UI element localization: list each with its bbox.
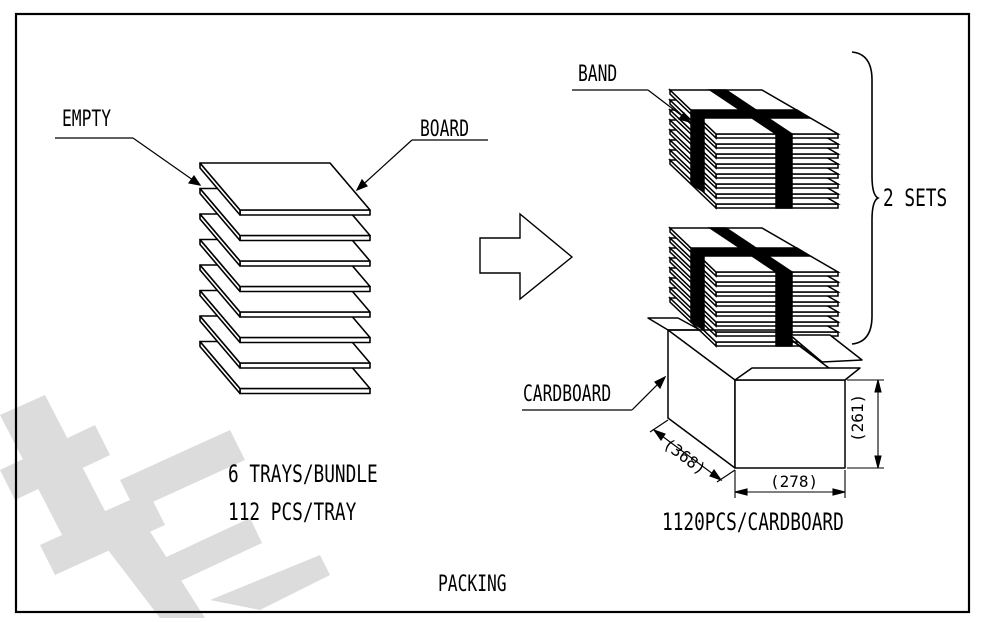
leader-cardboard	[522, 375, 667, 411]
label-pcs-per-cardboard: 1120PCS/CARDBOARD	[662, 508, 844, 536]
process-arrow	[479, 212, 574, 301]
band-strap-width	[688, 109, 813, 119]
dim-length-line	[649, 419, 736, 483]
band-strap-side	[690, 246, 705, 332]
drawing-frame	[14, 12, 971, 614]
label-trays-per-bundle: 6 TRAYS/BUNDLE	[228, 460, 378, 488]
dim-width-line	[734, 470, 846, 498]
tray-top-board	[199, 162, 371, 211]
dimension-height: (261)	[848, 393, 867, 442]
label-board: BOARD	[420, 117, 470, 142]
leader-empty	[55, 137, 202, 186]
band-strap-width	[688, 247, 813, 257]
band-strap-front	[775, 271, 793, 347]
tray-stack	[199, 162, 371, 395]
label-empty: EMPTY	[62, 107, 112, 132]
leader-board	[355, 139, 488, 192]
cardboard-box	[647, 317, 863, 469]
leader-band	[572, 89, 692, 124]
sets-brace	[851, 51, 880, 345]
bundle-top	[668, 88, 841, 210]
label-sets: 2 SETS	[883, 184, 948, 212]
label-band: BAND	[578, 62, 618, 87]
label-cardboard: CARDBOARD	[523, 382, 612, 407]
dimension-width: (278)	[770, 472, 819, 491]
label-pcs-per-tray: 112 PCS/TRAY	[228, 498, 357, 526]
dim-height-line	[847, 379, 884, 469]
drawing-title: PACKING	[438, 572, 507, 597]
band-strap-front	[775, 133, 793, 209]
band-strap-side	[690, 108, 705, 194]
watermark	[0, 395, 330, 618]
